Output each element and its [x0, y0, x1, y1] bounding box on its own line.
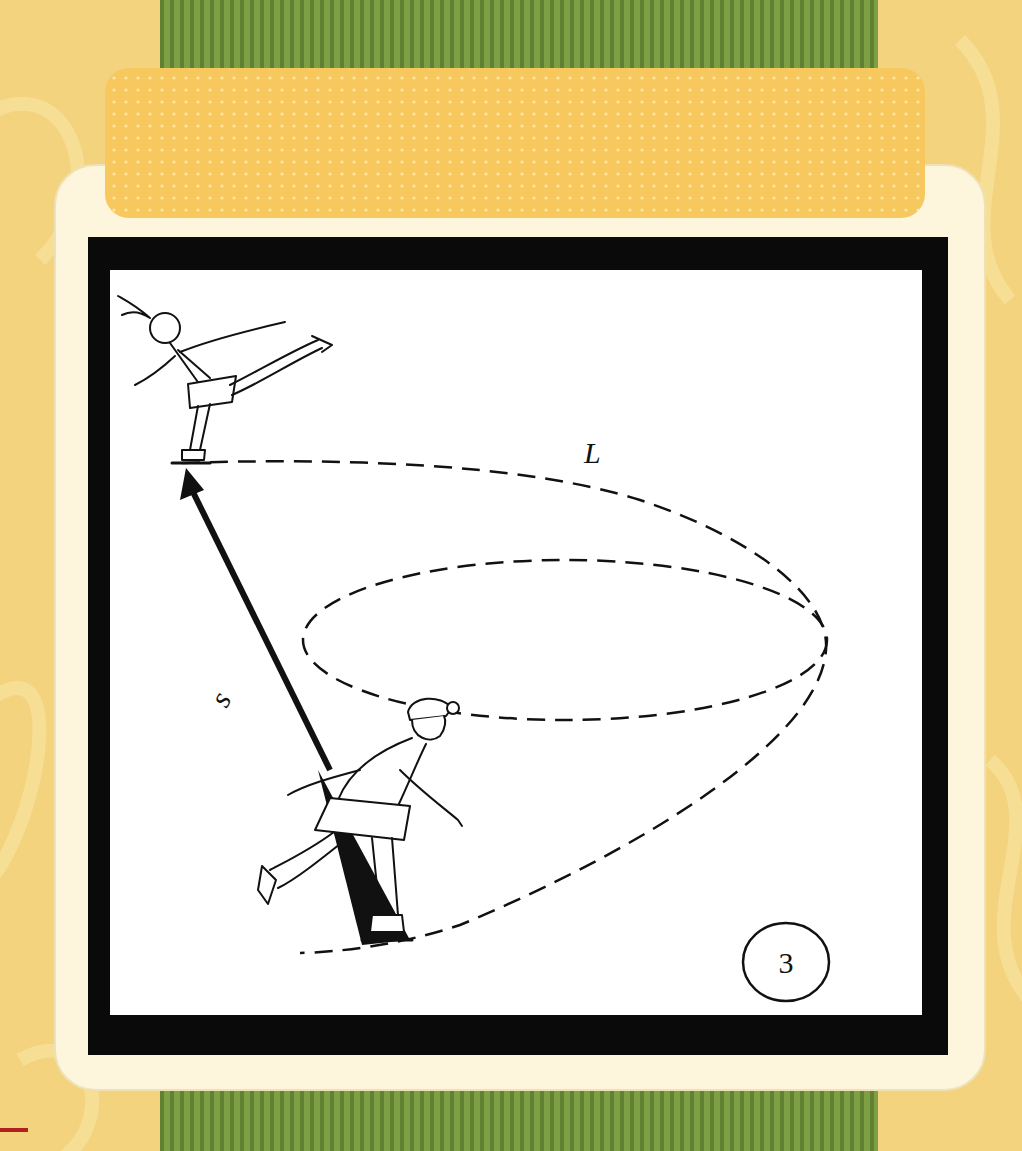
head: [150, 313, 180, 343]
dotted-band: [105, 68, 925, 218]
standing-leg: [190, 404, 210, 450]
blade: [172, 462, 210, 465]
raised-leg: [230, 340, 322, 395]
skater-bottom: [258, 699, 462, 940]
vector-label: s⃗: [203, 665, 249, 711]
callout-number: 3: [779, 946, 794, 979]
skater-top: [118, 296, 332, 463]
arm-back: [288, 770, 360, 795]
inner-ellipse: [303, 560, 827, 720]
back-skate: [258, 866, 276, 904]
arrow-head: [180, 468, 204, 500]
blade: [362, 939, 412, 942]
skirt: [188, 376, 236, 408]
circle-outline: [743, 923, 829, 1001]
boot: [182, 450, 205, 460]
raised-skate: [312, 336, 332, 352]
swirl: [0, 688, 39, 880]
callout-circle: 3: [741, 921, 831, 1003]
background-swirls: [0, 40, 1022, 1151]
head: [412, 716, 445, 739]
arm: [135, 356, 175, 385]
swirl: [990, 760, 1022, 1000]
path-l: [182, 461, 826, 953]
back-leg: [270, 832, 350, 888]
path-label: L: [584, 436, 601, 469]
picture-ground: [110, 270, 922, 1015]
picture-frame: [88, 237, 948, 1055]
arrow-shaft: [192, 490, 330, 770]
skirt: [315, 798, 410, 840]
boot: [370, 915, 404, 932]
displacement-arrow: [180, 468, 410, 945]
arm: [180, 322, 285, 352]
torso: [170, 343, 210, 385]
hat-pompom: [447, 702, 459, 714]
arm-front: [400, 770, 462, 826]
edge-mark: [0, 1128, 28, 1132]
standing-leg: [372, 838, 398, 915]
cream-panel: [55, 165, 985, 1090]
ponytail: [118, 296, 150, 318]
dashed-paths: [182, 461, 827, 953]
